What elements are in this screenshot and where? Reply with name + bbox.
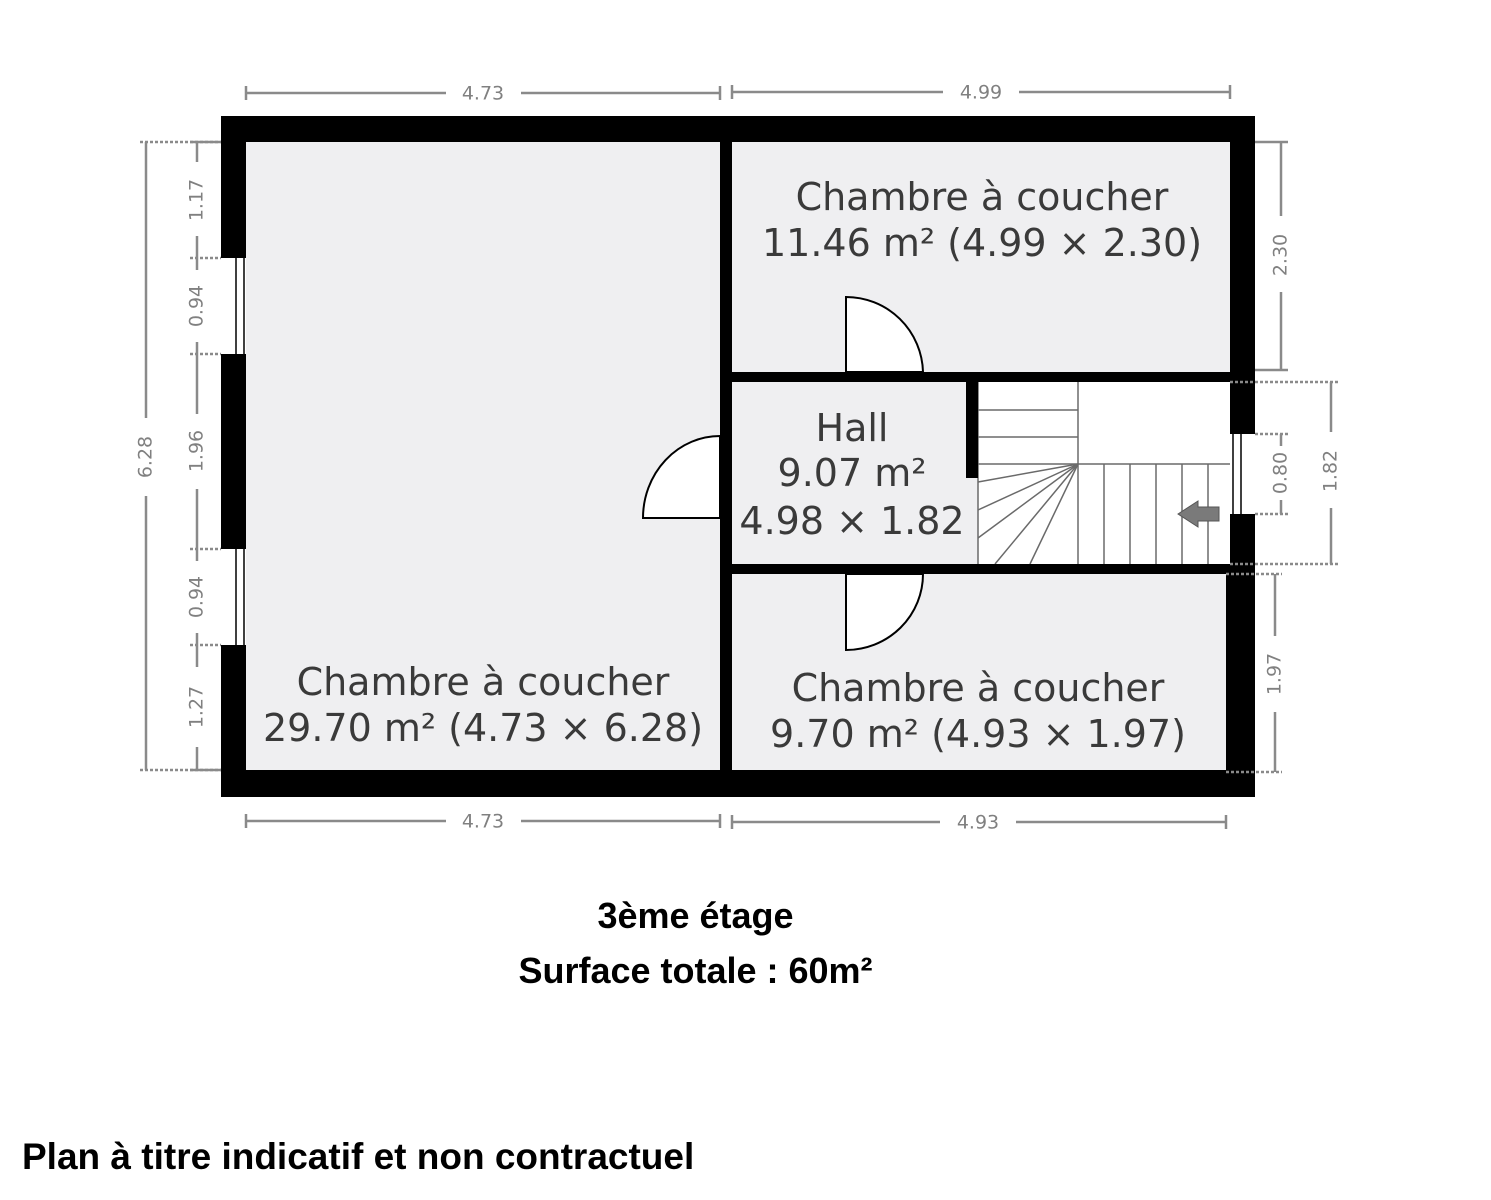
dim-top-left-label: 4.73 xyxy=(462,83,504,105)
dim-top-left: 4.73 xyxy=(244,83,722,105)
dim-left-seg-4-label: 0.94 xyxy=(186,576,208,618)
door-bedroom-top xyxy=(845,295,925,373)
walls xyxy=(221,116,1255,797)
hall-area: 9.07 m² xyxy=(778,451,927,495)
staircase xyxy=(977,382,1230,565)
dim-left-seg-5-label: 1.27 xyxy=(186,686,208,728)
dim-bottom-left-label: 4.73 xyxy=(462,811,504,833)
dim-right-bottom: 1.97 xyxy=(1226,572,1286,774)
window-right xyxy=(1230,434,1255,514)
dim-left-total-label: 6.28 xyxy=(135,436,157,478)
bedroom-bottom-area: 9.70 m² (4.93 × 1.97) xyxy=(770,712,1186,756)
stair-arrow-icon xyxy=(1177,500,1220,528)
dim-bottom-right: 4.93 xyxy=(730,812,1228,834)
window-left-upper xyxy=(221,258,246,354)
floor-plan: Chambre à coucher 11.46 m² (4.99 × 2.30)… xyxy=(135,82,1342,834)
disclaimer-text: Plan à titre indicatif et non contractue… xyxy=(22,1136,695,1177)
door-bedroom-bottom xyxy=(845,573,925,652)
hall-name: Hall xyxy=(816,406,889,450)
dim-right-top-label: 2.30 xyxy=(1270,234,1292,276)
bedroom-bottom-name: Chambre à coucher xyxy=(792,666,1165,710)
floor-bedroom-top xyxy=(732,142,1230,372)
bedroom-top-name: Chambre à coucher xyxy=(796,175,1169,219)
window-left-lower xyxy=(221,549,246,645)
bedroom-top-area: 11.46 m² (4.99 × 2.30) xyxy=(762,221,1202,265)
bedroom-large-name: Chambre à coucher xyxy=(297,660,670,704)
dim-right-top: 2.30 xyxy=(1255,140,1292,372)
dim-left-segments: 1.17 0.94 1.96 0.94 1.27 xyxy=(186,140,221,772)
dim-right-stair-label: 1.82 xyxy=(1320,450,1342,492)
hall-dims: 4.98 × 1.82 xyxy=(739,499,964,543)
dim-right-window-label: 0.80 xyxy=(1270,452,1292,494)
dim-left-seg-1-label: 1.17 xyxy=(186,179,208,221)
dim-right-bottom-label: 1.97 xyxy=(1264,653,1286,695)
floor-caption: 3ème étage xyxy=(597,895,794,936)
dim-bottom-left: 4.73 xyxy=(244,811,722,833)
dim-left-seg-3-label: 1.96 xyxy=(186,430,208,472)
dim-right-stair: 1.82 xyxy=(1230,380,1342,566)
dim-right-window: 0.80 xyxy=(1255,432,1292,516)
dim-left-seg-2-label: 0.94 xyxy=(186,285,208,327)
floor-bedroom-bottom xyxy=(732,574,1226,770)
dim-bottom-right-label: 4.93 xyxy=(957,812,999,834)
dim-top-right-label: 4.99 xyxy=(960,82,1002,104)
floor-bedroom-large xyxy=(246,142,720,770)
door-bedroom-large xyxy=(641,434,721,519)
dim-top-right: 4.99 xyxy=(730,82,1232,104)
surface-caption: Surface totale : 60m² xyxy=(518,950,873,991)
dim-left-total: 6.28 xyxy=(135,140,221,772)
bedroom-large-area: 29.70 m² (4.73 × 6.28) xyxy=(263,706,703,750)
